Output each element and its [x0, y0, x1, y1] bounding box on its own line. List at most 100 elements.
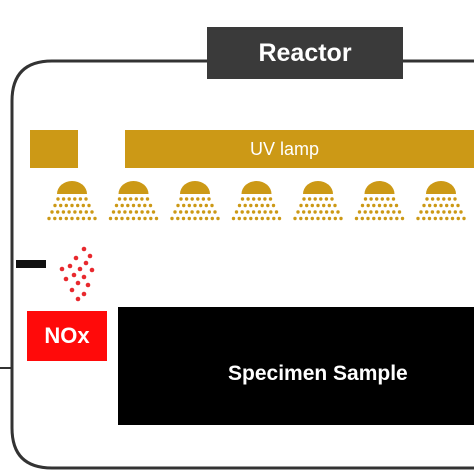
uv-light-dot — [134, 210, 139, 214]
uv-light-dot — [319, 210, 323, 214]
uv-light-dot — [442, 197, 446, 201]
uv-light-dot — [369, 197, 373, 201]
nox-particle — [87, 253, 93, 259]
uv-light-dot — [78, 210, 83, 214]
uv-light-dot — [134, 197, 138, 201]
uv-light-dot — [263, 210, 267, 214]
uv-light-dot — [322, 216, 326, 221]
uv-light-dot — [439, 216, 443, 221]
uv-light-dot — [137, 216, 141, 221]
nox-particle — [85, 282, 91, 288]
uv-light-dot — [389, 203, 393, 208]
uv-light-dot — [354, 216, 359, 221]
uv-light-dot — [237, 203, 242, 208]
uv-lamp-dome — [118, 181, 149, 194]
uv-light-dot — [310, 203, 314, 208]
uv-light-dot — [151, 210, 156, 214]
uv-light-dot — [90, 210, 94, 214]
uv-light-dot — [126, 203, 130, 208]
uv-light-dot — [76, 216, 80, 221]
uv-light-dot — [145, 197, 150, 201]
uv-light-dot — [81, 216, 86, 221]
uv-light-dot — [377, 203, 382, 208]
uv-light-dot — [366, 216, 370, 221]
nox-particle — [77, 266, 83, 272]
uv-lamp-bar-stub — [30, 130, 78, 168]
uv-light-dot — [450, 203, 454, 208]
uv-lamp-dome — [426, 181, 456, 194]
uv-light-dot — [78, 197, 83, 201]
uv-light-dot — [193, 203, 197, 208]
uv-light-dot — [330, 197, 334, 201]
uv-lamp-dome — [303, 181, 333, 194]
uv-light-dot — [181, 216, 186, 221]
uv-light-dot — [47, 216, 51, 221]
uv-light-dot — [447, 197, 452, 201]
uv-light-dot — [363, 197, 368, 201]
uv-lamp-bar: UV lamp — [125, 130, 474, 168]
uv-light-dot — [395, 216, 399, 221]
uv-light-dot — [372, 216, 376, 221]
uv-light-dot — [87, 216, 92, 221]
uv-light-dot — [179, 210, 183, 214]
uv-light-dot — [246, 210, 250, 214]
nox-particle — [63, 276, 69, 282]
uv-light-dot — [450, 216, 455, 221]
uv-light-dot — [372, 203, 376, 208]
uv-light-dot — [327, 203, 331, 208]
uv-light-dot — [137, 203, 141, 208]
uv-light-dot — [176, 216, 180, 221]
reactor-chamber-outline — [10, 59, 474, 470]
uv-light-dot — [456, 203, 460, 208]
uv-light-dot — [170, 216, 174, 221]
nox-particle — [71, 272, 77, 278]
uv-light-dot — [196, 210, 200, 214]
uv-light-dot — [391, 197, 396, 201]
nox-label-box: NOx — [27, 311, 107, 361]
uv-light-dot — [254, 203, 259, 208]
uv-light-dot — [363, 210, 367, 214]
uv-lamp-emitter — [354, 181, 405, 221]
uv-lamp-dome — [57, 181, 87, 194]
uv-light-dot — [304, 216, 309, 221]
uv-lamp-emitter — [293, 181, 343, 221]
uv-light-dot — [207, 197, 211, 201]
uv-light-dot — [187, 216, 191, 221]
uv-light-dot — [61, 210, 66, 214]
uv-light-dot — [269, 210, 273, 214]
uv-light-dot — [240, 197, 245, 201]
uv-light-dot — [313, 197, 317, 201]
uv-light-dot — [213, 210, 217, 214]
uv-light-dot — [67, 197, 71, 201]
uv-light-dot — [394, 203, 399, 208]
uv-light-dot — [383, 203, 387, 208]
uv-light-dot — [128, 210, 133, 214]
uv-light-dot — [447, 210, 452, 214]
uv-light-dot — [453, 197, 457, 201]
uv-light-dot — [87, 203, 91, 208]
uv-light-dot — [316, 203, 320, 208]
uv-light-dot — [357, 210, 362, 214]
uv-light-dot — [216, 216, 220, 221]
nox-particle — [75, 296, 81, 302]
uv-light-dot — [436, 197, 440, 201]
uv-light-dot — [179, 197, 183, 201]
nox-particle — [59, 266, 65, 272]
uv-light-dot — [425, 210, 429, 214]
uv-light-dot — [313, 210, 317, 214]
uv-light-dot — [263, 197, 267, 201]
uv-light-dot — [302, 210, 306, 214]
uv-light-dot — [266, 216, 270, 221]
uv-light-dot — [176, 203, 180, 208]
uv-light-dot — [146, 210, 150, 214]
uv-light-dot — [148, 203, 153, 208]
uv-light-dot — [422, 216, 426, 221]
uv-light-dot — [271, 203, 276, 208]
uv-light-dot — [201, 210, 206, 214]
uv-lamp-emitter — [416, 181, 466, 221]
nox-particle — [73, 255, 79, 261]
specimen-sample-box — [118, 307, 474, 425]
uv-light-dot — [445, 203, 449, 208]
uv-light-dot — [386, 197, 390, 201]
